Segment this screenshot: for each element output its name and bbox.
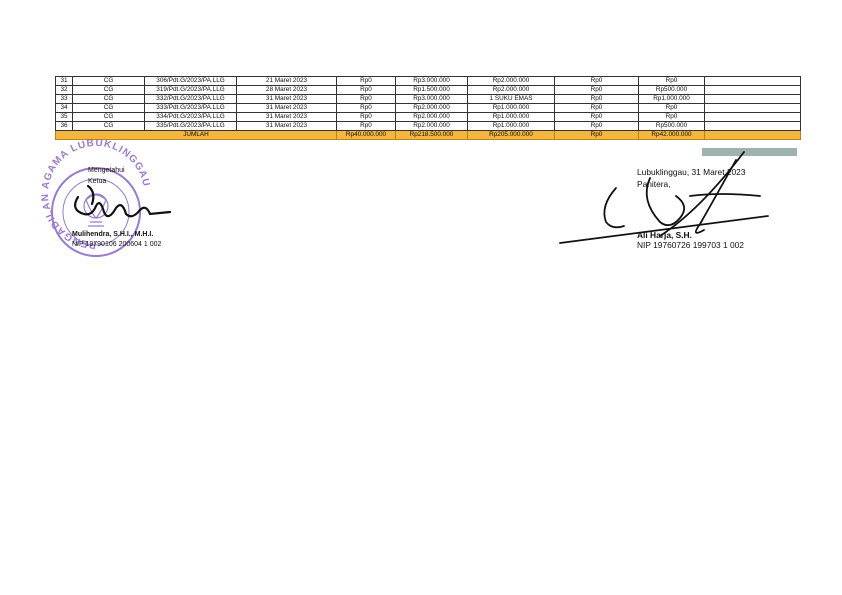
chairman-title: Ketua [88,178,107,185]
acknowledged-label: Mengetahui [88,167,125,174]
total-cell-blank [704,130,801,140]
chairman-name: Mulihendra, S.H.I., M.H.I. [72,231,154,238]
teal-shaded-block [702,148,797,156]
right-signature-scribble [559,151,769,244]
clerk-title: Panitera, [637,179,671,189]
left-signature-scribble [74,184,172,218]
chairman-nip: NIP 19790106 200604 1 002 [72,241,162,248]
clerk-nip: NIP 19760726 199703 1 002 [637,240,744,250]
official-stamp: PENGADILAN AGAMA LUBUKLINGGAU [40,138,151,257]
place-date: Lubuklinggau, 31 Maret 2023 [637,167,746,177]
clerk-name: Ali Harja, S.H. [637,230,692,240]
